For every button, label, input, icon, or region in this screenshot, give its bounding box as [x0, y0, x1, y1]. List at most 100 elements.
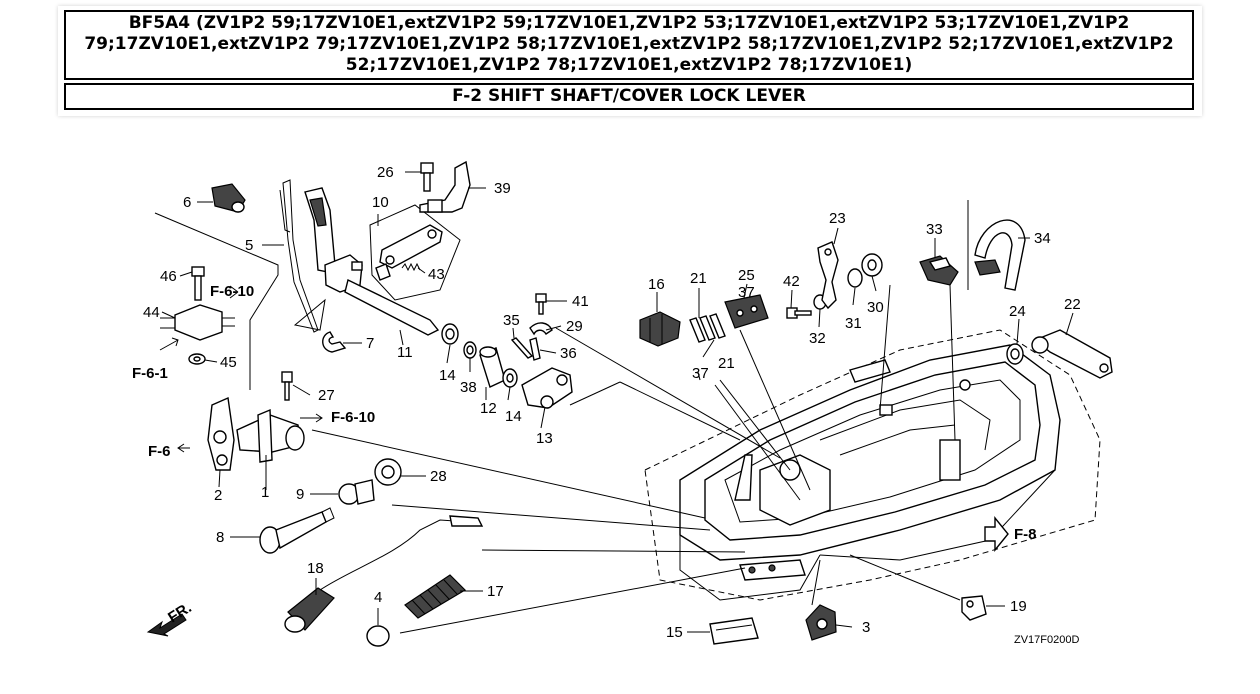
part-15-pad — [709, 617, 759, 645]
part-26-bolt — [420, 162, 434, 192]
callout-21b: 21 — [718, 355, 735, 372]
header-panel: BF5A4 (ZV1P2 59;17ZV10E1,extZV1P2 59;17Z… — [58, 6, 1202, 116]
callout-28: 28 — [430, 468, 447, 485]
ref-f-8: F-8 — [1014, 526, 1037, 543]
callout-33: 33 — [926, 221, 943, 238]
part-43-spring — [401, 262, 421, 272]
callout-45: 45 — [220, 354, 237, 371]
drawing-code: ZV17F0200D — [1014, 634, 1079, 646]
part-46-bolt — [191, 266, 205, 301]
callout-14b: 14 — [505, 408, 522, 425]
part-18-lock-cable — [284, 515, 484, 633]
callout-12: 12 — [480, 400, 497, 417]
part-5-shift-rod — [282, 179, 319, 333]
callout-19: 19 — [1010, 598, 1027, 615]
callout-37b: 37 — [692, 365, 709, 382]
group-outline-10 — [369, 204, 461, 301]
f-8-arrow-icon — [984, 516, 1009, 552]
callout-24: 24 — [1009, 303, 1026, 320]
part-19-clip — [961, 595, 987, 621]
callout-26: 26 — [377, 164, 394, 181]
callout-5: 5 — [245, 237, 253, 254]
callout-38: 38 — [460, 379, 477, 396]
part-12-bushing — [479, 346, 506, 388]
callout-46: 46 — [160, 268, 177, 285]
part-42-bolt — [786, 307, 812, 319]
callout-35: 35 — [503, 312, 520, 329]
part-39-bracket — [419, 160, 471, 213]
part-24-bushing — [1006, 343, 1024, 365]
part-13-shift-cam — [521, 367, 573, 409]
part-44-tube-joint — [160, 304, 235, 341]
callout-41: 41 — [572, 293, 589, 310]
callout-37a: 37 — [738, 284, 755, 301]
callout-23: 23 — [829, 210, 846, 227]
callout-7: 7 — [366, 335, 374, 352]
callout-32: 32 — [809, 330, 826, 347]
part-5-rod-hook — [279, 189, 291, 233]
callout-30: 30 — [867, 299, 884, 316]
callout-27: 27 — [318, 387, 335, 404]
part-21-pins — [689, 313, 726, 343]
callout-15: 15 — [666, 624, 683, 641]
callout-10: 10 — [372, 194, 389, 211]
callout-16: 16 — [648, 276, 665, 293]
part-31-washer — [847, 268, 863, 288]
callout-43: 43 — [428, 266, 445, 283]
callout-9: 9 — [296, 486, 304, 503]
part-45-washer — [188, 353, 206, 365]
callout-21a: 21 — [690, 270, 707, 287]
part-30-washer — [861, 253, 883, 277]
part-22-lever — [1031, 329, 1113, 379]
part-14-collar — [441, 323, 459, 345]
callout-25: 25 — [738, 267, 755, 284]
part-2-shift-arm — [207, 396, 235, 471]
group-outline-left — [154, 212, 279, 390]
callout-39: 39 — [494, 180, 511, 197]
callout-1: 1 — [261, 484, 269, 501]
part-27-bolt — [281, 371, 293, 401]
ref-f-6-10-top: F-6-10 — [210, 283, 254, 300]
part-38-washer — [463, 341, 477, 359]
f-6-10-arrow-b-icon — [300, 413, 323, 423]
f-6-arrow-icon — [177, 443, 190, 453]
part-34-band — [974, 219, 1026, 291]
callout-14a: 14 — [439, 367, 456, 384]
part-6-grommet — [211, 183, 246, 213]
group-outline-5 — [293, 298, 326, 331]
f-6-10-arrow-icon — [229, 285, 239, 299]
callout-labels: 1 2 3 4 5 6 7 8 9 10 11 12 13 14 14 15 1… — [143, 164, 1081, 641]
part-1-shift-lever — [236, 408, 322, 463]
section-title: F-2 SHIFT SHAFT/COVER LOCK LEVER — [64, 83, 1194, 110]
part-23-cover-lock-lever — [817, 241, 839, 310]
ref-f-6: F-6 — [148, 443, 171, 460]
callout-44: 44 — [143, 304, 160, 321]
callout-6: 6 — [183, 194, 191, 211]
part-9-shaft-seal — [338, 479, 375, 505]
callout-34: 34 — [1034, 230, 1051, 247]
callout-29: 29 — [566, 318, 583, 335]
part-29-clip — [529, 322, 553, 336]
callout-11: 11 — [397, 344, 413, 361]
ref-f-6-10-mid: F-6-10 — [331, 409, 375, 426]
part-14-collar-b — [502, 368, 518, 388]
part-17-spring — [404, 574, 466, 619]
part-35-pin — [510, 337, 534, 359]
part-33-clamp — [919, 255, 959, 286]
f-6-1-arrow-icon — [159, 337, 179, 351]
callout-2: 2 — [214, 487, 222, 504]
callout-22: 22 — [1064, 296, 1081, 313]
callout-8: 8 — [216, 529, 224, 546]
callout-4: 4 — [374, 589, 382, 606]
callout-17: 17 — [487, 583, 504, 600]
part-8-lock-shaft — [259, 507, 335, 554]
part-25-lock-block — [724, 294, 769, 329]
ref-f-6-1: F-6-1 — [132, 365, 168, 382]
part-3-bracket — [805, 604, 837, 641]
callout-31: 31 — [845, 315, 862, 332]
part-11-shift-handle — [304, 187, 440, 336]
leader-lines — [161, 171, 1074, 634]
part-36-pin — [529, 337, 541, 361]
part-10-lever-plate — [375, 224, 443, 281]
